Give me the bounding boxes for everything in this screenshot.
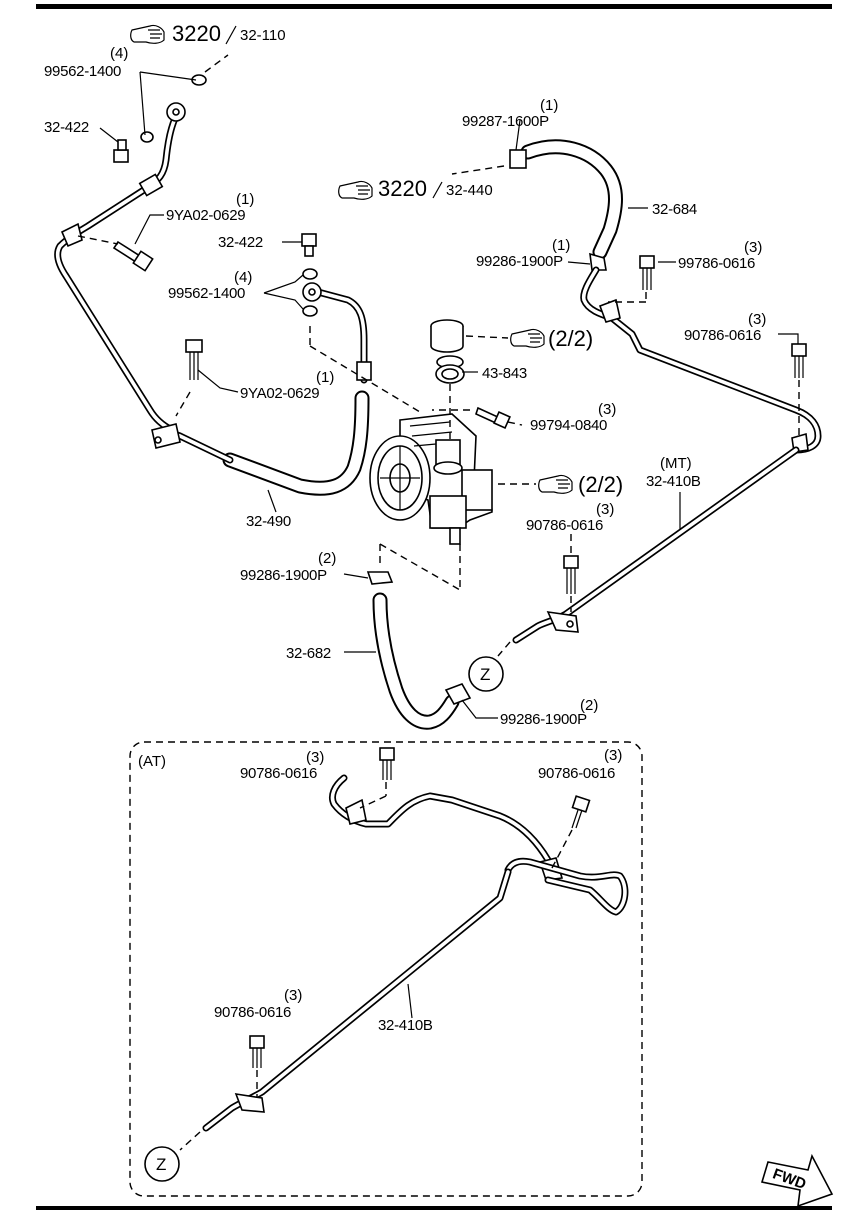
- pipe-mt-label: 32-410B: [646, 473, 701, 490]
- bolt-r1-label: 99786-0616: [678, 255, 755, 272]
- banjo-bolt-top: [113, 139, 129, 163]
- pointing-hand-icon: [130, 24, 165, 44]
- pump-bolt-qty: (3): [598, 401, 616, 418]
- clamp-bottom-label: 99286-1900P: [500, 711, 587, 728]
- pump-bolt-label: 99794-0840: [530, 417, 607, 434]
- bolt-mt-qty: (3): [596, 501, 614, 518]
- ref-pump[interactable]: (2/2): [578, 472, 623, 497]
- bolt-at1-label: 90786-0616: [240, 765, 317, 782]
- at-variant-box: [129, 741, 643, 1197]
- ref-cap[interactable]: (2/2): [548, 326, 593, 351]
- pump-mount-bolt: [475, 406, 511, 429]
- clamp-bolt-left: [112, 240, 154, 272]
- washer-mid-label: 99562-1400: [168, 285, 245, 302]
- washer-mid-a: [302, 268, 318, 280]
- bolt-r1-qty: (3): [744, 239, 762, 256]
- return-hose-label: 32-490: [246, 513, 291, 530]
- clamp-lower-qty: (1): [316, 369, 334, 386]
- clamp-r1-label: 99286-1900P: [476, 253, 563, 270]
- cap-label: 43-843: [482, 365, 527, 382]
- at-bolt-1: [379, 747, 395, 780]
- bolt-top-label: 32-422: [44, 119, 89, 136]
- clamp-r1-qty: (1): [552, 237, 570, 254]
- connector-z-bottom-label: Z: [156, 1155, 166, 1174]
- bolt-mt-label: 90786-0616: [526, 517, 603, 534]
- pointing-hand-icon: [510, 328, 545, 348]
- clamp-left-label: 9YA02-0629: [166, 207, 245, 224]
- washer-top-b: [140, 131, 154, 143]
- ref-top-sub[interactable]: 32-110: [240, 27, 286, 44]
- bolt-at3-qty: (3): [284, 987, 302, 1004]
- bolt-at2-label: 90786-0616: [538, 765, 615, 782]
- reservoir-cap: [430, 319, 465, 384]
- bolt-r2-qty: (3): [748, 311, 766, 328]
- mt-return-pipe: [512, 446, 800, 644]
- clamp-left-qty: (1): [236, 191, 254, 208]
- bolt-mid-label: 32-422: [218, 234, 263, 251]
- clamp-lower-hose-qty: (2): [318, 550, 336, 567]
- at-lower-pipe: [202, 868, 512, 1132]
- ref-mid-sub[interactable]: 32-440: [446, 182, 493, 199]
- bottom-rule: [36, 1206, 832, 1210]
- banjo-bolt-mid: [301, 233, 317, 257]
- power-steering-pump: [369, 413, 493, 545]
- supply-hose-group: [509, 139, 822, 454]
- at-loop-pipe: [504, 857, 629, 916]
- lower-hose-group: [366, 571, 472, 730]
- washer-mid-qty: (4): [234, 269, 252, 286]
- clamp-bolt-lower: [185, 339, 203, 380]
- connector-z-bottom: [144, 1146, 180, 1182]
- clamp-bolt-mt: [563, 555, 579, 594]
- pointing-hand-icon: [338, 180, 373, 200]
- clamp-bottom-qty: (2): [580, 697, 598, 714]
- top-rule: [36, 4, 832, 9]
- at-bolt-3: [249, 1035, 265, 1068]
- lower-hose-label: 32-682: [286, 645, 331, 662]
- pipe-at-label: 32-410B: [378, 1017, 433, 1034]
- clamp-bolt-r2: [791, 343, 807, 378]
- clamp-top-right-label: 99287-1600P: [462, 113, 549, 130]
- connector-z-top-label: Z: [480, 665, 490, 684]
- bolt-at3-label: 90786-0616: [214, 1004, 291, 1021]
- supply-hose-label: 32-684: [652, 201, 697, 218]
- ref-mid-main[interactable]: 3220: [378, 176, 427, 201]
- return-hose-group: [151, 282, 372, 496]
- bolt-at1-qty: (3): [306, 749, 324, 766]
- at-tag: (AT): [138, 753, 166, 770]
- at-bolt-2: [571, 795, 591, 829]
- mt-tag: (MT): [660, 455, 692, 472]
- clamp-bolt-r1: [639, 255, 655, 290]
- bolt-at2-qty: (3): [604, 747, 622, 764]
- ref-top-main[interactable]: 3220: [172, 21, 221, 46]
- high-pressure-pipe-group: [54, 54, 229, 434]
- washer-top-qty: (4): [110, 45, 128, 62]
- connector-z-top: [468, 656, 504, 692]
- fwd-arrow-icon: [760, 1153, 834, 1208]
- clamp-lower-label: 9YA02-0629: [240, 385, 319, 402]
- washer-mid-b: [302, 305, 318, 317]
- washer-top-label: 99562-1400: [44, 63, 121, 80]
- pointing-hand-icon: [538, 474, 573, 494]
- clamp-lower-hose-label: 99286-1900P: [240, 567, 327, 584]
- bolt-r2-label: 90786-0616: [684, 327, 761, 344]
- clamp-top-right-qty: (1): [540, 97, 558, 114]
